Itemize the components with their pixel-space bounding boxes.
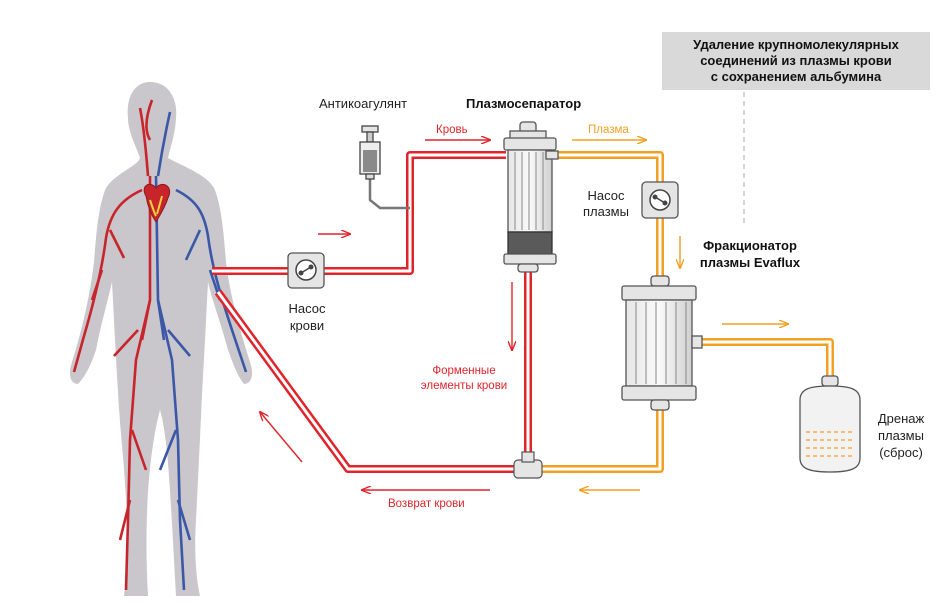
blood-pump-label: Насос крови	[280, 300, 334, 334]
drainage-label: Дренаж плазмы (сброс)	[868, 410, 934, 461]
blood-pump-icon	[287, 252, 325, 289]
plasma-pump-icon	[641, 181, 679, 219]
plasma-pump-label-line-2: плазмы	[583, 204, 629, 219]
flow-arrows	[260, 140, 788, 490]
formed-elements-label-line-2: элементы крови	[420, 380, 508, 392]
callout-line-2: соединений из плазмы крови	[700, 53, 892, 68]
formed-elements-label: Форменные элементы крови	[408, 364, 520, 394]
callout-line-3: с сохранением альбумина	[710, 69, 882, 84]
plasma-separator-icon	[503, 121, 559, 273]
drainage-label-line-3: (сброс)	[879, 445, 923, 460]
callout-line-1: Удаление крупномолекулярных	[693, 37, 899, 52]
veins	[154, 111, 248, 591]
fractionator-icon	[621, 275, 703, 411]
heart-icon	[143, 183, 170, 223]
t-connector	[513, 451, 543, 479]
fractionator-label: Фракционатор плазмы Evaflux	[690, 237, 810, 271]
plasma-pump-label: Насос плазмы	[578, 188, 634, 220]
callout-text: Удаление крупномолекулярных соединений и…	[662, 37, 930, 85]
arteries	[72, 99, 154, 591]
blood-pump-label-line-1: Насос	[288, 301, 326, 316]
plasma-label: Плазма	[588, 124, 629, 136]
drainage-label-line-2: плазмы	[878, 428, 924, 443]
drainage-bag-icon	[799, 375, 861, 473]
fractionator-label-line-1: Фракционатор	[703, 238, 797, 253]
human-body-figure	[70, 82, 252, 596]
anticoagulant-label: Антикоагулянт	[319, 96, 408, 111]
syringe-icon	[359, 125, 381, 180]
formed-elements-label-line-1: Форменные	[432, 365, 496, 377]
fractionator-label-line-2: плазмы Evaflux	[699, 255, 801, 270]
plasma-separator-label: Плазмосепаратор	[466, 96, 582, 111]
blood-pump-label-line-2: крови	[289, 318, 325, 333]
callout-box: Удаление крупномолекулярных соединений и…	[662, 32, 930, 90]
drainage-label-line-1: Дренаж	[877, 411, 925, 426]
blood-return-label: Возврат крови	[388, 498, 465, 510]
blood-label: Кровь	[436, 124, 468, 136]
plasma-pump-label-line-1: Насос	[587, 188, 625, 203]
